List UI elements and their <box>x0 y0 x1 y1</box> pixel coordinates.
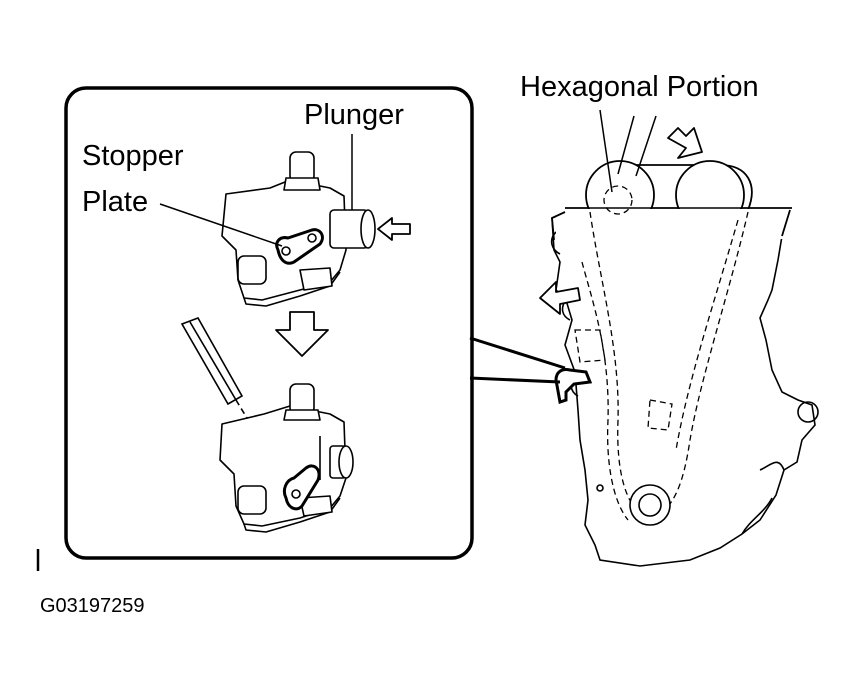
stopper-plate-lower <box>282 464 321 511</box>
tensioner-lower-bracket <box>299 495 333 517</box>
chain-guide-right <box>675 219 739 451</box>
crankshaft-sprocket <box>596 484 671 526</box>
plunger-label: Plunger <box>304 99 404 131</box>
chain-right-run <box>649 211 749 521</box>
callout-connector <box>469 336 566 384</box>
arrow-up-right <box>667 127 703 159</box>
right-boss <box>797 401 819 423</box>
upper-bolt-bottom <box>237 255 267 285</box>
lower-right-lobes <box>741 461 785 535</box>
tensioner-highlight <box>554 368 593 404</box>
detail-callout-box <box>64 86 474 560</box>
engine-block-outline <box>551 209 816 567</box>
hexagonal-portion-hidden <box>603 185 633 215</box>
hidden-chain-guides <box>574 185 749 521</box>
lower-bolt-bottom <box>237 485 267 515</box>
tensioner-upper-bracket <box>299 267 333 291</box>
tensioner-upper <box>221 151 376 307</box>
tensioner-hidden <box>574 329 606 363</box>
hexagonal-portion-label: Hexagonal Portion <box>520 71 759 103</box>
cam-drive <box>551 160 796 241</box>
rotation-arrows <box>539 127 703 315</box>
push-arrow <box>377 217 411 241</box>
engine-front-view <box>550 207 819 567</box>
stopper-label: Stopper <box>82 140 184 172</box>
plate-label: Plate <box>82 186 149 218</box>
tensioner-lower <box>219 383 354 533</box>
down-arrow <box>275 311 329 357</box>
stopper-plate-leader <box>159 203 283 247</box>
lower-guide-hidden <box>647 399 673 431</box>
arrow-left <box>539 281 581 315</box>
hexagonal-portion-leaders <box>599 109 657 193</box>
chain-left-run <box>589 211 651 521</box>
chain-guide-left <box>581 261 629 521</box>
figure-code: G03197259 <box>40 595 145 617</box>
